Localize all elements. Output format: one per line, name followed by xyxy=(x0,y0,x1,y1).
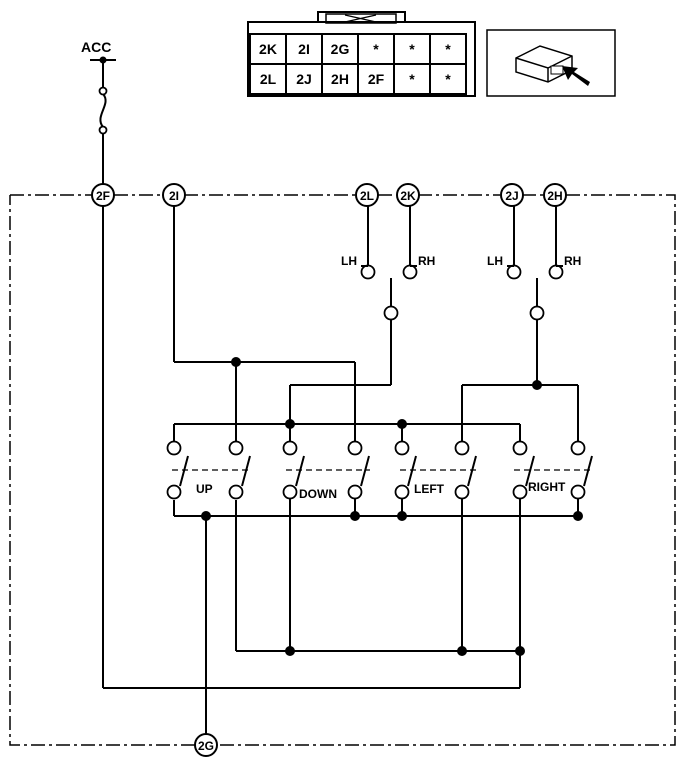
switch-up-label: UP xyxy=(196,482,213,496)
connector-pin-label: 2J xyxy=(296,71,312,87)
connector-pin-label: 2F xyxy=(368,71,385,87)
direction-switches xyxy=(166,440,594,500)
pin-2k: 2K xyxy=(396,183,420,207)
pin-2i: 2I xyxy=(162,183,186,207)
switch-left-label: LEFT xyxy=(414,482,445,496)
svg-text:2H: 2H xyxy=(547,189,562,203)
switch-right-label: RIGHT xyxy=(528,480,566,494)
connector-pin-label: 2L xyxy=(260,71,277,87)
connector-pin-label: 2I xyxy=(298,41,310,57)
svg-text:2K: 2K xyxy=(400,189,416,203)
connector-face: 2K 2I 2G * * * 2L 2J 2H 2F * * xyxy=(247,11,476,97)
connector-pin-label: * xyxy=(409,41,415,57)
fuse-icon xyxy=(98,86,108,135)
pin-2f: 2F xyxy=(91,183,115,207)
svg-text:2L: 2L xyxy=(360,189,374,203)
pin-2g: 2G xyxy=(194,733,218,757)
connector-location-illustration xyxy=(486,29,616,97)
switch-down-label: DOWN xyxy=(299,487,337,501)
selector-lh-label: LH xyxy=(341,254,357,268)
connector-pin-label: * xyxy=(445,71,451,87)
connector-pin-label: * xyxy=(445,41,451,57)
selector-rh-label: RH xyxy=(564,254,581,268)
selector-contacts xyxy=(360,264,564,321)
selector-rh-label: RH xyxy=(418,254,435,268)
svg-text:2I: 2I xyxy=(169,189,179,203)
connector-pin-label: 2K xyxy=(259,41,277,57)
pin-2l: 2L xyxy=(355,183,379,207)
connector-cells xyxy=(249,33,467,95)
connector-pin-label: * xyxy=(409,71,415,87)
connector-pin-label: 2H xyxy=(331,71,349,87)
wiring xyxy=(102,206,579,735)
connector-pin-label: * xyxy=(373,41,379,57)
pin-2j: 2J xyxy=(500,183,524,207)
switch-boundary xyxy=(9,194,676,746)
junction-nodes xyxy=(201,357,583,656)
connector-pin-label: 2G xyxy=(331,41,350,57)
selector-lh-label: LH xyxy=(487,254,503,268)
pin-2h: 2H xyxy=(543,183,567,207)
arrow-icon xyxy=(562,66,590,86)
svg-text:2F: 2F xyxy=(96,189,110,203)
svg-text:2G: 2G xyxy=(198,739,214,753)
svg-text:2J: 2J xyxy=(505,189,518,203)
acc-label: ACC xyxy=(81,39,111,55)
